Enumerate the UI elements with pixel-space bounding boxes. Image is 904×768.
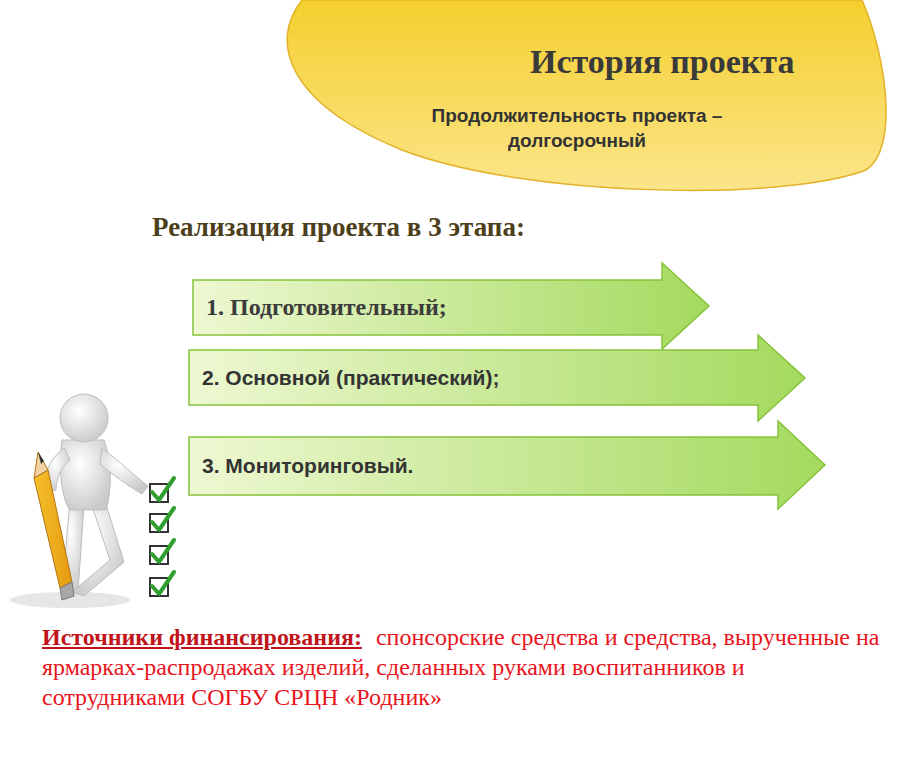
stage-text: 1. Подготовительный; xyxy=(206,292,447,323)
funding-paragraph: Источники финансирования:спонсорские сре… xyxy=(42,622,882,712)
check-marks xyxy=(152,478,174,594)
person-figure xyxy=(10,394,148,608)
funding-heading: Источники финансирования: xyxy=(42,624,362,650)
shape-outline xyxy=(262,0,887,200)
stage-text: 3. Мониторинговый. xyxy=(202,452,413,479)
title-text: История проекта xyxy=(530,40,794,84)
leaf-shape xyxy=(287,0,886,190)
stage-text: 2. Основной (практический); xyxy=(202,364,500,391)
arrow-shape xyxy=(189,335,805,421)
arrow-shape xyxy=(193,263,709,349)
duration-text: Продолжительность проекта – долгосрочный xyxy=(390,104,764,153)
stage-arrow: 3. Мониторинговый. xyxy=(188,420,826,510)
arrow-shape xyxy=(189,421,825,509)
stage-arrow: 1. Подготовительный; xyxy=(192,262,710,350)
title-banner: История проектаПродолжительность проекта… xyxy=(262,0,887,200)
stages-heading: Реализация проекта в 3 этапа: xyxy=(152,212,525,243)
pencil xyxy=(34,452,74,600)
stage-arrow: 2. Основной (практический); xyxy=(188,334,806,422)
